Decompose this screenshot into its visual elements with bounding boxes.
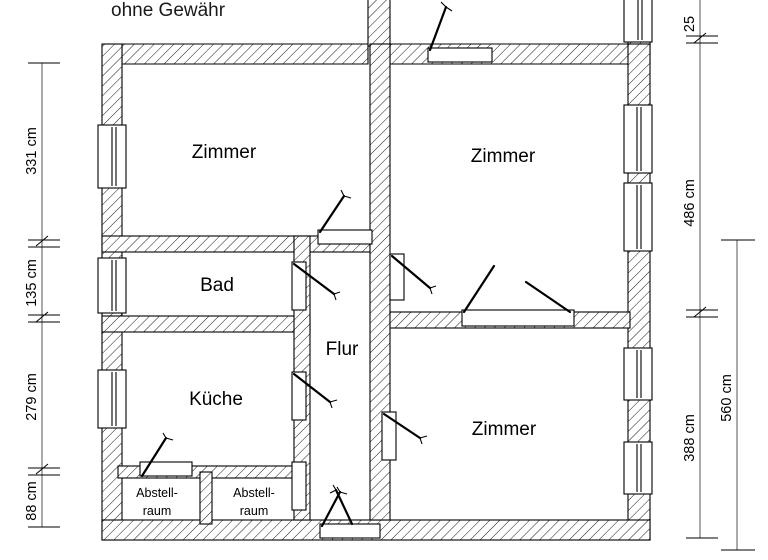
abstellraum-left-line1: Abstell-: [136, 486, 178, 500]
window-right-lower2: [623, 441, 653, 495]
dimension-chain-right: 25 486 cm 388 cm: [682, 0, 718, 539]
wall-bad-kueche: [101, 315, 311, 333]
door-flur-bottom: [319, 484, 381, 539]
window-right-middle: [623, 182, 653, 252]
window-top-right: [623, 0, 653, 43]
dimension-279: 279 cm: [24, 373, 40, 421]
wall-top-left: [102, 43, 369, 65]
room-label-zimmer-top-right: Zimmer: [471, 146, 536, 167]
dimension-388: 388 cm: [682, 414, 698, 462]
storage-rooms: Abstell- raum Abstell- raum: [136, 486, 275, 518]
abstellraum-right-line2: raum: [240, 504, 268, 518]
dimension-486: 486 cm: [682, 179, 698, 227]
room-labels: Zimmer Zimmer Bad Flur Küche Zimmer: [189, 142, 537, 440]
dimension-25: 25: [682, 16, 698, 32]
doors: [139, 1, 575, 539]
door-kueche: [291, 371, 338, 421]
window-right-upper: [623, 104, 653, 174]
dimension-88: 88 cm: [24, 481, 40, 521]
abstellraum-left-line2: raum: [143, 504, 171, 518]
room-label-bad: Bad: [200, 275, 234, 296]
wall-entry-left: [367, 0, 391, 47]
windows: [97, 0, 653, 495]
room-label-kueche: Küche: [189, 389, 243, 410]
room-label-zimmer-bottom-right: Zimmer: [472, 419, 537, 440]
door-zimmer-pair: [461, 264, 575, 327]
window-left-zimmer: [97, 124, 127, 189]
dimension-135: 135 cm: [24, 259, 40, 307]
door-zimmer-bottom: [381, 411, 428, 461]
door-top-entry: [427, 1, 493, 63]
dimension-560: 560 cm: [719, 374, 735, 422]
page-title: ohne Gewähr: [111, 0, 226, 21]
dimension-chain-outer: 560 cm: [719, 239, 755, 551]
window-right-lower1: [623, 347, 653, 401]
room-label-zimmer-top-left: Zimmer: [192, 142, 257, 163]
door-abstellraum-right: [291, 461, 307, 511]
door-zimmer-top-right: [389, 253, 437, 301]
interior-walls: [101, 43, 631, 525]
dimension-chain-left: 331 cm 135 cm 279 cm 88 cm: [24, 62, 60, 528]
window-left-bad: [97, 257, 127, 314]
abstellraum-right-line1: Abstell-: [233, 486, 275, 500]
door-abstellraum: [139, 432, 193, 478]
window-left-kueche: [97, 369, 127, 429]
door-zimmer-top-left: [317, 189, 373, 245]
wall-abstellraum-divider: [199, 471, 213, 525]
dimension-331: 331 cm: [24, 127, 40, 175]
room-label-flur: Flur: [326, 339, 359, 360]
door-bad: [291, 261, 341, 311]
